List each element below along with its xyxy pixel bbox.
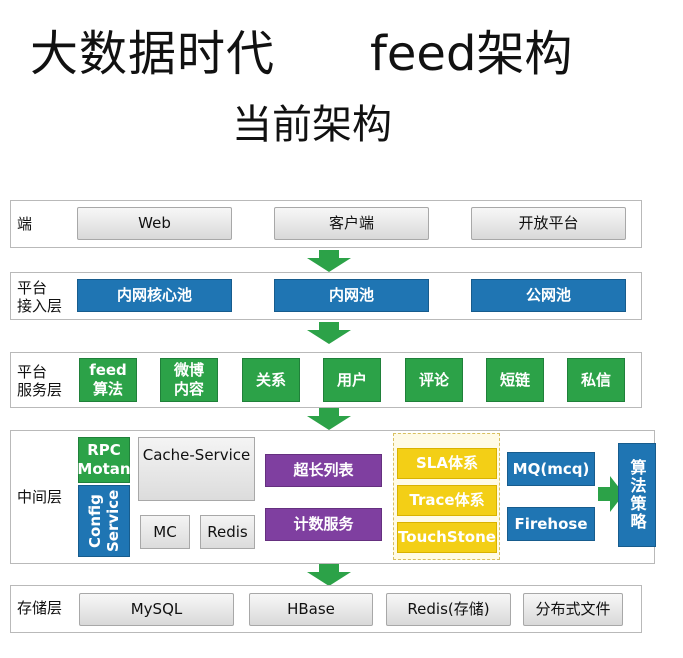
service-comment: 评论 [405, 358, 463, 402]
layer-access-label: 平台 接入层 [17, 279, 63, 315]
cache-service-label: Cache-Service [142, 446, 251, 464]
arrow-down-icon [307, 250, 351, 272]
mq-mcq: MQ(mcq) [507, 452, 595, 486]
service-short-link: 短链 [486, 358, 544, 402]
access-intranet-pool: 内网池 [274, 279, 429, 312]
arrow-down-icon [307, 564, 351, 586]
title-topic: feed架构 [370, 26, 573, 82]
service-relation: 关系 [242, 358, 300, 402]
touchstone: TouchStone [397, 522, 497, 553]
layer-access: 平台 接入层 内网核心池 内网池 公网池 [10, 272, 642, 320]
trace-system: Trace体系 [397, 485, 497, 516]
storage-redis: Redis(存储) [386, 593, 511, 626]
sla-system: SLA体系 [397, 448, 497, 479]
service-weibo-content: 微博 内容 [160, 358, 218, 402]
service-private-message: 私信 [567, 358, 625, 402]
client-app: 客户端 [274, 207, 429, 240]
firehose: Firehose [507, 507, 595, 541]
layer-service: 平台 服务层 feed 算法 微博 内容 关系 用户 评论 短链 私信 [10, 352, 642, 408]
service-user: 用户 [323, 358, 381, 402]
arrow-right-icon [598, 476, 624, 512]
rpc-motan: RPC Motan [77, 437, 131, 483]
long-list: 超长列表 [265, 454, 382, 487]
layer-middle-label: 中间层 [17, 488, 63, 506]
title-main: 大数据时代 [30, 26, 276, 82]
cache-service: Cache-Service [138, 437, 255, 501]
storage-hbase: HBase [249, 593, 373, 626]
layer-storage-label: 存储层 [17, 599, 63, 617]
title-subtitle: 当前架构 [232, 102, 392, 148]
cache-redis: Redis [200, 515, 255, 549]
algorithm-strategy: 算法策略 [618, 443, 656, 547]
arrow-down-icon [307, 408, 351, 430]
storage-distributed-file: 分布式文件 [523, 593, 623, 626]
layer-service-label: 平台 服务层 [17, 363, 63, 399]
arrow-down-icon [307, 322, 351, 344]
storage-mysql: MySQL [79, 593, 234, 626]
layer-storage: 存储层 MySQL HBase Redis(存储) 分布式文件 [10, 585, 642, 633]
access-core-pool: 内网核心池 [77, 279, 232, 312]
service-feed-algorithm: feed 算法 [79, 358, 137, 402]
client-open-platform: 开放平台 [471, 207, 626, 240]
layer-client-label: 端 [17, 215, 33, 233]
counter-service: 计数服务 [265, 508, 382, 541]
layer-client: 端 Web 客户端 开放平台 [10, 200, 642, 248]
cache-mc: MC [140, 515, 190, 549]
access-public-pool: 公网池 [471, 279, 626, 312]
client-web: Web [77, 207, 232, 240]
config-service: Config Service [78, 485, 130, 557]
